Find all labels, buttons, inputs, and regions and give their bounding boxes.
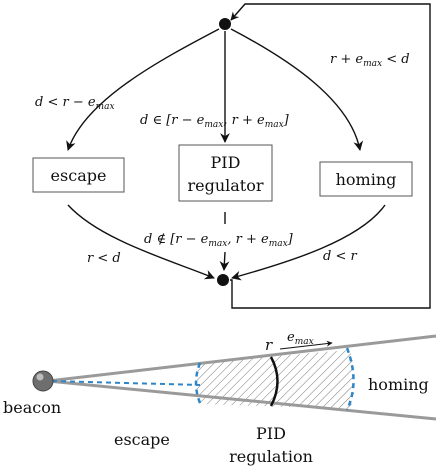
edge-start-to-homing — [230, 28, 364, 151]
edge-start-to-escape — [66, 28, 220, 151]
radius-arc — [269, 356, 279, 407]
r-label: r — [265, 336, 273, 354]
outer-boundary-arc — [345, 347, 355, 411]
label-to-homing: r + emax < d — [330, 52, 410, 69]
homing-label: homing — [336, 170, 397, 189]
inner-boundary-arc — [194, 362, 202, 404]
escape-state: escape — [32, 157, 125, 193]
label-to-pid: d ∈ [r − emax, r + emax] — [140, 113, 290, 130]
label-pid-back: d ∉ [r − emax, r + emax] — [144, 232, 294, 249]
label-homing-back: d < r — [323, 249, 357, 264]
cone-lower-edge — [47, 379, 437, 421]
beacon-ball — [32, 370, 54, 392]
edge-homing-to-end — [231, 204, 386, 281]
label-to-escape: d < r − emax — [35, 95, 115, 112]
pid-label-line1: PID — [211, 153, 241, 172]
emax-arrow — [279, 340, 333, 350]
cone-inner-dashed — [51, 380, 201, 386]
pid-zone-label-line2: regulation — [229, 447, 313, 466]
pid-label-line2: regulator — [187, 176, 263, 195]
emax-label: emax — [287, 330, 314, 347]
beacon-highlight — [36, 373, 44, 381]
escape-zone-label: escape — [114, 430, 170, 449]
beacon-label: beacon — [3, 398, 61, 417]
homing-state: homing — [319, 161, 413, 197]
edge-escape-to-end — [67, 204, 215, 280]
top-state-machine: escape PID regulator homing d < r − emax… — [32, 3, 431, 309]
escape-label: escape — [51, 166, 107, 185]
pid-zone-label-line1: PID — [256, 424, 286, 443]
pid-regulator-state: PID regulator — [178, 144, 273, 202]
start-node — [219, 18, 231, 30]
edge-pid-to-end-lower — [219, 251, 230, 271]
bottom-cone-diagram: beacon r emax escape PID regulation homi… — [3, 330, 437, 466]
homing-zone-label: homing — [368, 375, 429, 394]
end-node — [217, 274, 229, 286]
label-escape-back: r < d — [87, 251, 121, 266]
cone-upper-edge — [47, 334, 437, 383]
